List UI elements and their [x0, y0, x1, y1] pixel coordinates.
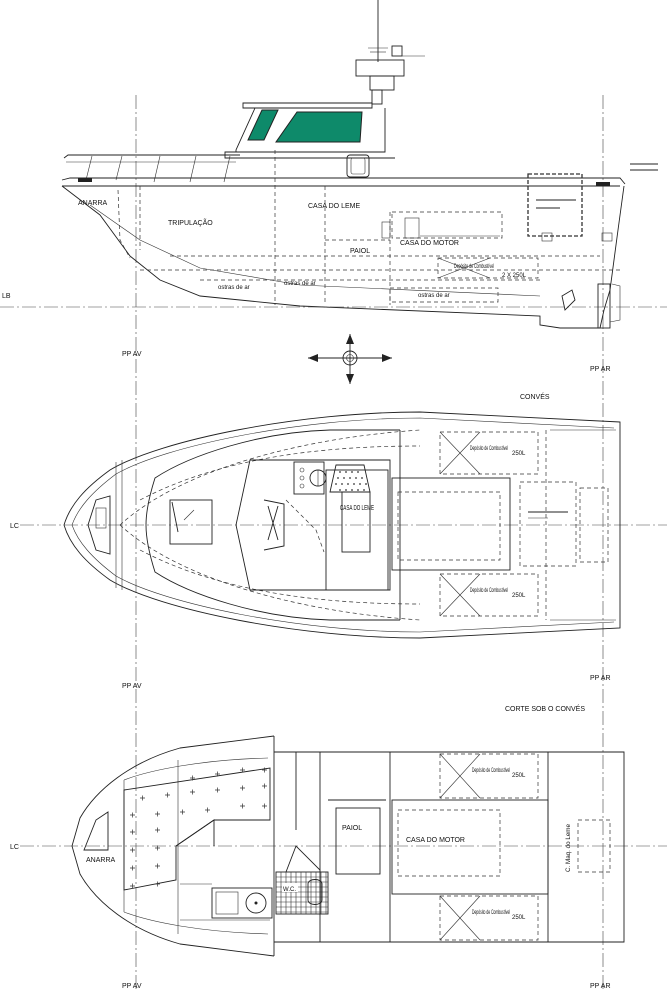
baseline-label: LB [2, 293, 11, 300]
deck-view: CONVÉS LC [10, 392, 667, 639]
below-machinery-label: C. Maq. do Leme [566, 823, 572, 872]
deck-fuel-bottom-label: Depósito de Combustível [470, 588, 508, 594]
cabin-window-front [247, 109, 279, 141]
profile-fuel-label: Depósito de Combustível [454, 264, 494, 270]
pp-av-label-3: PP AV [122, 983, 142, 990]
below-bow-label: ANARRA [86, 857, 116, 864]
below-centerline-label: LC [10, 844, 19, 851]
deck-wheelhouse-label: CASA DO LEME [340, 505, 374, 512]
pp-ar-label-2: PP AR [590, 675, 611, 682]
wc-tiles [275, 871, 329, 915]
profile-locker-label: PAIOL [350, 248, 370, 255]
below-fuel-bottom-capacity: 250L [512, 915, 526, 921]
below-deck-title: CORTE SOB O CONVÉS [505, 704, 585, 713]
cabin-window-side [275, 111, 363, 143]
compass-rose-icon [308, 334, 392, 384]
pp-ar-label-1: PP AR [590, 366, 611, 373]
pp-ar-label-3: PP AR [590, 983, 611, 990]
pp-av-label-2: PP AV [122, 683, 142, 690]
deck-centerline-label: LC [10, 523, 19, 530]
below-locker-label: PAIOL [342, 825, 362, 832]
profile-fuel-capacity: 2 X 250L [502, 273, 527, 279]
deck-title: CONVÉS [520, 392, 550, 401]
profile-wheelhouse-label: CASA DO LEME [308, 203, 360, 210]
profile-bow-label: ANARRA [78, 200, 108, 207]
deck-fuel-top-label: Depósito de Combustível [470, 446, 508, 452]
pp-av-label-1: PP AV [122, 351, 142, 358]
below-wc-label: W.C. [283, 887, 296, 893]
deck-fuel-bottom-capacity: 250L [512, 593, 526, 599]
below-fuel-top-label: Depósito de Combustível [472, 768, 510, 774]
profile-ballast-fwd: ostras de ar [218, 285, 250, 291]
below-fuel-bottom-label: Depósito de Combustível [472, 910, 510, 916]
below-deck-view: CORTE SOB O CONVÉS LC [10, 704, 667, 957]
deck-fuel-top-capacity: 250L [512, 451, 526, 457]
below-fuel-top-capacity: 250L [512, 773, 526, 779]
profile-crew-label: TRIPULAÇÃO [168, 218, 213, 227]
profile-ballast-mid: ostras de ar [284, 281, 316, 287]
below-engine-label: CASA DO MOTOR [406, 837, 465, 844]
profile-ballast-aft: ostras de ar [418, 293, 450, 299]
profile-view: LB ANARRA [0, 0, 667, 329]
profile-engine-label: CASA DO MOTOR [400, 240, 459, 247]
